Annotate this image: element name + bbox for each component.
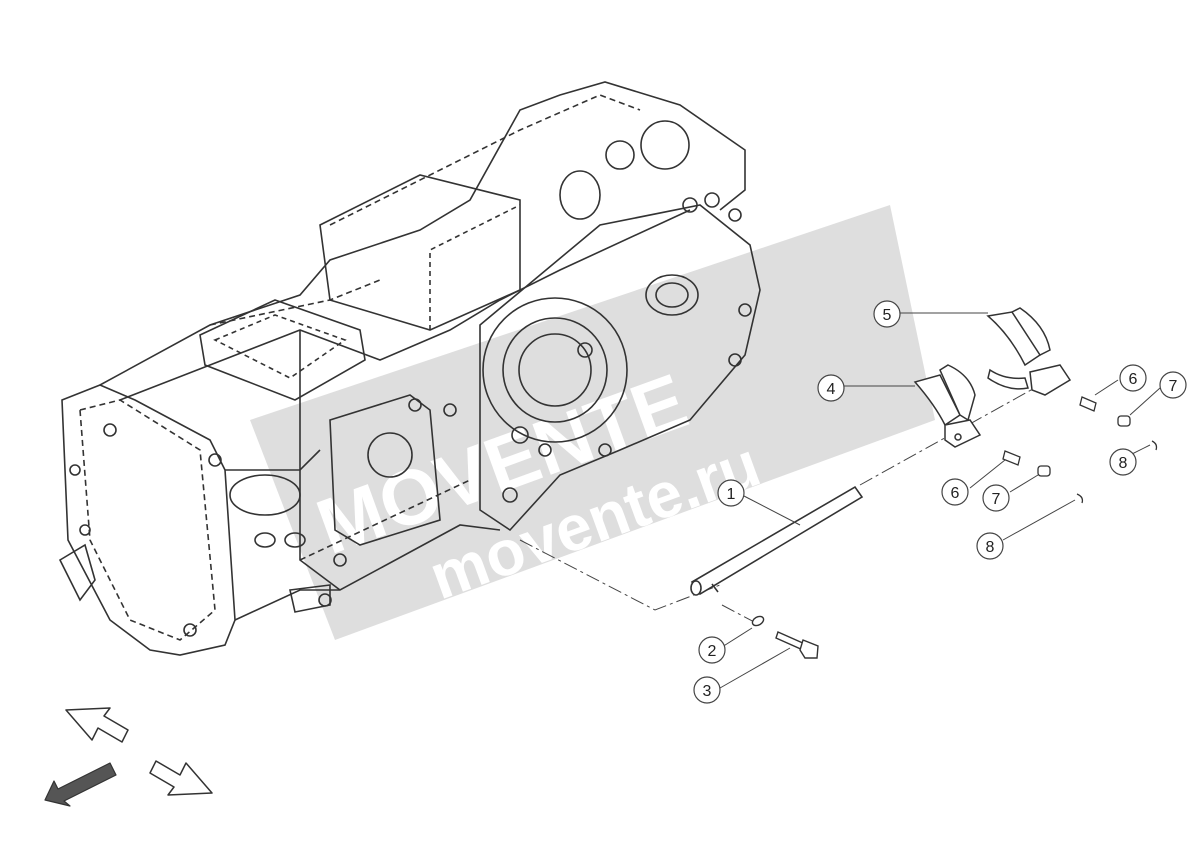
svg-text:2: 2 [708,643,717,660]
callout-1: 1 [717,479,745,507]
svg-text:3: 3 [703,683,712,700]
clip-lower [1076,493,1084,504]
callout-7-lower: 7 [982,484,1010,512]
callout-3: 3 [693,676,721,704]
svg-text:8: 8 [1119,455,1128,472]
svg-text:6: 6 [1129,371,1138,388]
view-arrows [44,707,213,807]
detent-screw-lower [1002,450,1021,466]
svg-text:6: 6 [951,485,960,502]
small-parts [1002,396,1158,504]
shift-rail [690,485,864,596]
callout-8-lower: 8 [976,532,1004,560]
watermark: MOVENTE movente.ru [250,205,935,640]
callout-6-lower: 6 [941,478,969,506]
callout-2: 2 [698,636,726,664]
callout-5: 5 [873,300,901,328]
svg-text:5: 5 [883,307,892,324]
callout-4: 4 [817,374,845,402]
svg-text:4: 4 [827,381,836,398]
watermark-band [250,205,935,640]
pin [751,615,765,627]
bolt [775,631,819,659]
shift-fork-upper [986,307,1072,396]
shift-fork-lower [913,364,982,448]
svg-text:7: 7 [1169,378,1178,395]
svg-text:7: 7 [992,491,1001,508]
svg-text:1: 1 [727,486,736,503]
leader-lines [719,312,1161,689]
spring-lower [1037,465,1051,477]
filled-arrow-down-left-icon[interactable] [44,762,117,807]
callouts: 1 2 3 4 5 6 7 8 [693,300,1187,704]
svg-text:8: 8 [986,539,995,556]
callout-6-upper: 6 [1119,364,1147,392]
outline-arrow-up-left-icon[interactable] [65,707,129,743]
callout-8-upper: 8 [1109,448,1137,476]
callout-7-upper: 7 [1159,371,1187,399]
spring-upper [1117,415,1131,427]
gearbox-housing [58,81,761,656]
detent-screw-upper [1079,396,1097,412]
outline-arrow-down-right-icon[interactable] [149,760,213,796]
clip-upper [1151,440,1158,451]
